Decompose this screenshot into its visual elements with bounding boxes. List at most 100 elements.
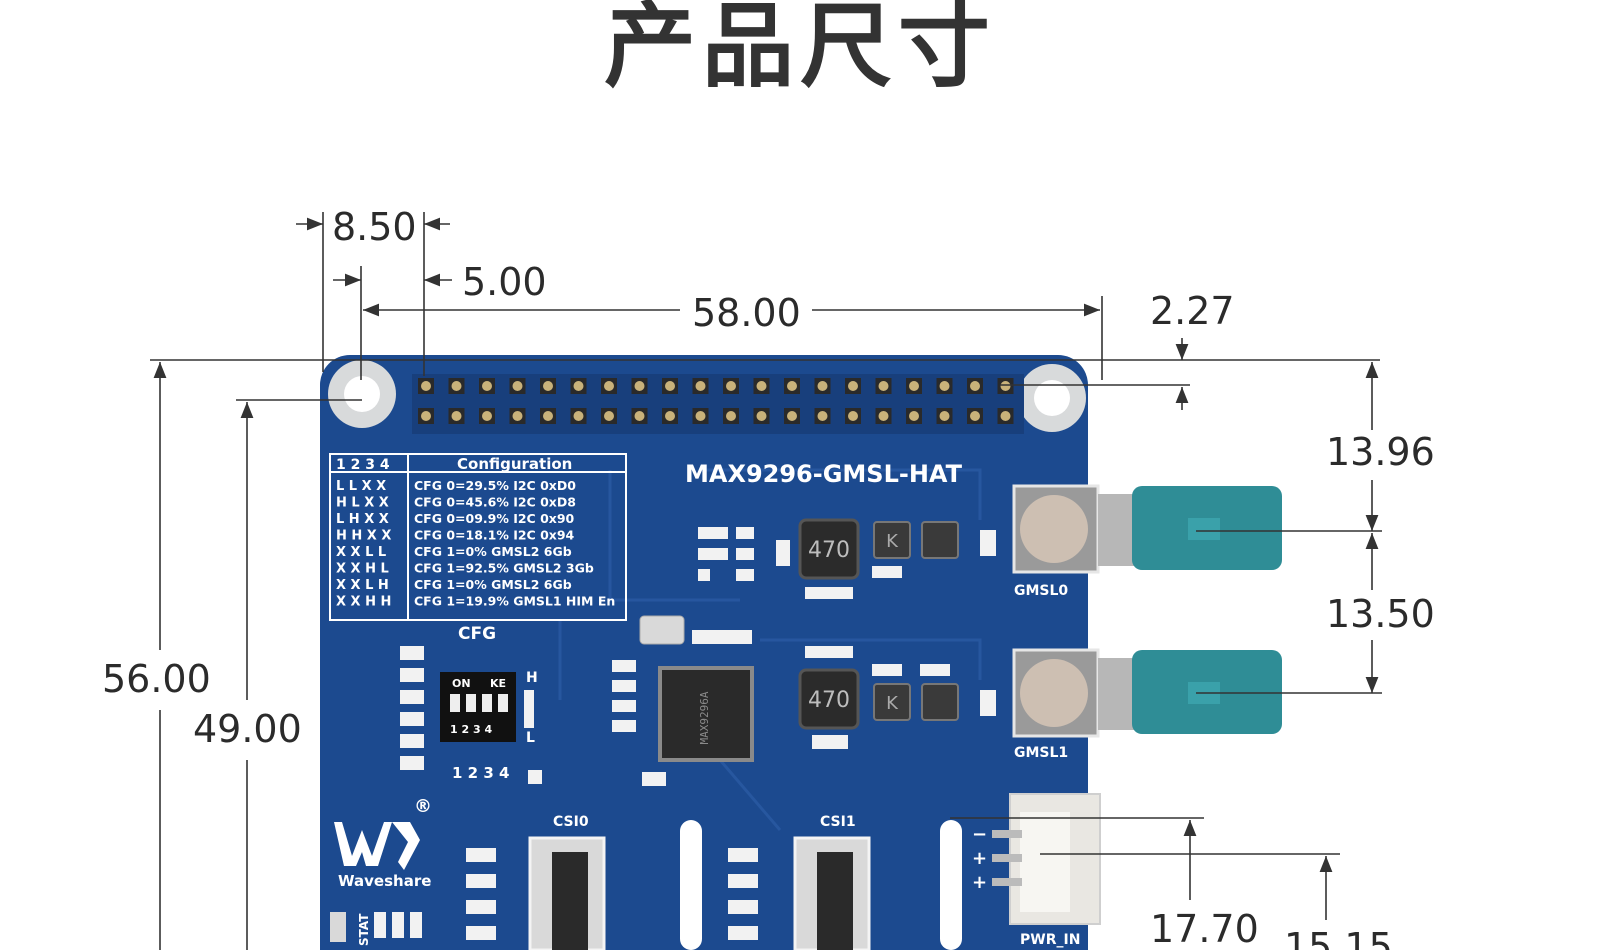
gpio-pin-contact <box>482 411 492 421</box>
gpio-pin-contact <box>939 381 950 391</box>
gpio-pin-contact <box>543 411 553 421</box>
pwr-in-connector: − + + PWR_IN <box>972 793 1101 948</box>
dim-13-96: 13.96 <box>1326 430 1435 474</box>
logo-registered: ® <box>414 796 432 817</box>
gpio-pin-contact <box>939 411 950 421</box>
stat-led: STAT <box>330 912 422 946</box>
gpio-pin-contact <box>482 381 492 391</box>
cutout-2 <box>940 820 962 950</box>
config-header-cols: 1 2 3 4 <box>336 457 390 473</box>
gpio-pin-contact <box>970 411 980 421</box>
gpio-pin-contact <box>848 381 858 391</box>
smd-components <box>528 527 996 786</box>
gpio-pin-contact <box>451 411 462 421</box>
board-name: MAX9296-GMSL-HAT <box>685 460 963 488</box>
dim-56-00: 56.00 <box>102 657 211 701</box>
cfg-dip-switch: CFG ON KE 1 2 3 4 1 2 3 4 H L <box>440 624 538 782</box>
gpio-pin-contact <box>695 381 706 391</box>
logo-text: Waveshare <box>338 872 431 890</box>
dim-2-27: 2.27 <box>1150 289 1235 333</box>
resistor-column <box>400 646 424 770</box>
mounting-hole-left <box>328 360 396 428</box>
dip-bottom-numbers: 1 2 3 4 <box>452 764 509 782</box>
pwr-in-label: PWR_IN <box>1020 932 1080 948</box>
gpio-pin-contact <box>421 381 431 391</box>
gpio-pin-contact <box>909 381 919 391</box>
gpio-pin-contact <box>512 411 523 421</box>
gpio-pin-contact <box>573 411 584 421</box>
dim-8-50: 8.50 <box>332 205 417 249</box>
pcb-body <box>320 355 1088 950</box>
stat-label: STAT <box>357 913 371 946</box>
gmsl1-label: GMSL1 <box>1014 745 1068 761</box>
dim-15-15: 15.15 <box>1284 925 1393 950</box>
page-title: 产品尺寸 <box>603 0 996 100</box>
config-row-desc: CFG 1=19.9% GMSL1 HIM En <box>414 594 615 609</box>
gpio-pin-contact <box>695 411 706 421</box>
config-row-desc: CFG 0=09.9% I2C 0x90 <box>414 511 575 526</box>
gpio-pin-contact <box>970 381 980 391</box>
gpio-pin-contact <box>451 381 462 391</box>
pwr-pin-3: + <box>972 872 987 893</box>
dim-17-70: 17.70 <box>1150 907 1259 950</box>
gpio-pin-contact <box>787 411 797 421</box>
diode-label-2: K <box>886 693 899 714</box>
gpio-pin-contact <box>634 381 645 391</box>
crystal <box>639 615 685 645</box>
waveshare-logo: ® Waveshare <box>334 796 432 890</box>
diode-label: K <box>886 531 899 552</box>
gpio-pin-contact <box>878 411 889 421</box>
waveshare-logo-mark <box>334 822 392 866</box>
dip-ke-label: KE <box>490 677 506 690</box>
dim-58-00: 58.00 <box>692 291 801 335</box>
dip-hl-bar <box>524 690 534 728</box>
dip-l-label: L <box>526 730 535 746</box>
gpio-pin-contact <box>573 381 584 391</box>
gpio-pin-contact <box>756 381 767 391</box>
dip-switch-1 <box>450 694 460 712</box>
gpio-pin-contact <box>878 381 889 391</box>
gpio-pin-contact <box>726 381 736 391</box>
dip-on-label: ON <box>452 677 471 690</box>
gpio-pin-contact <box>604 411 614 421</box>
config-row-desc: CFG 1=92.5% GMSL2 3Gb <box>414 561 594 576</box>
config-row-switches: X X L L <box>336 545 386 560</box>
cfg-label: CFG <box>458 624 496 644</box>
config-row-switches: H H X X <box>336 529 391 544</box>
max9296-chip: MAX9296A <box>658 666 754 762</box>
diode-bottom: K <box>873 683 911 721</box>
csi1-label: CSI1 <box>820 814 856 830</box>
gpio-pin-contact <box>665 381 675 391</box>
csi0-label: CSI0 <box>553 814 589 830</box>
cap-bottom <box>921 683 959 721</box>
gpio-pin-contact <box>665 411 675 421</box>
gpio-pin-contact <box>634 411 645 421</box>
config-row-desc: CFG 1=0% GMSL2 6Gb <box>414 544 572 559</box>
config-row-switches: L H X X <box>336 512 389 527</box>
gpio-pin-contact <box>1000 411 1011 421</box>
dimension-lines <box>150 212 1382 950</box>
pwr-pin-2: + <box>972 848 987 869</box>
gpio-pin-contact <box>726 411 736 421</box>
gpio-header <box>412 374 1024 434</box>
gpio-pin-contact <box>817 411 828 421</box>
config-header-title: Configuration <box>457 455 572 473</box>
config-row-desc: CFG 0=45.6% I2C 0xD8 <box>414 495 576 510</box>
gpio-pin-contact <box>817 381 828 391</box>
mounting-hole-right <box>1018 364 1086 432</box>
dip-switch-4 <box>498 694 508 712</box>
gmsl0-label: GMSL0 <box>1014 583 1068 599</box>
gpio-pin-contact <box>787 381 797 391</box>
gpio-pin-contact <box>543 381 553 391</box>
chip-label: MAX9296A <box>698 691 711 744</box>
config-row-desc: CFG 1=0% GMSL2 6Gb <box>414 577 572 592</box>
dip-switch-2 <box>466 694 476 712</box>
inductor-label: 470 <box>808 538 850 563</box>
gmsl1-connector: GMSL1 <box>1012 648 1282 761</box>
dim-13-50: 13.50 <box>1326 592 1435 636</box>
inductor-label-2: 470 <box>808 688 850 713</box>
gpio-pin-contact <box>848 411 858 421</box>
